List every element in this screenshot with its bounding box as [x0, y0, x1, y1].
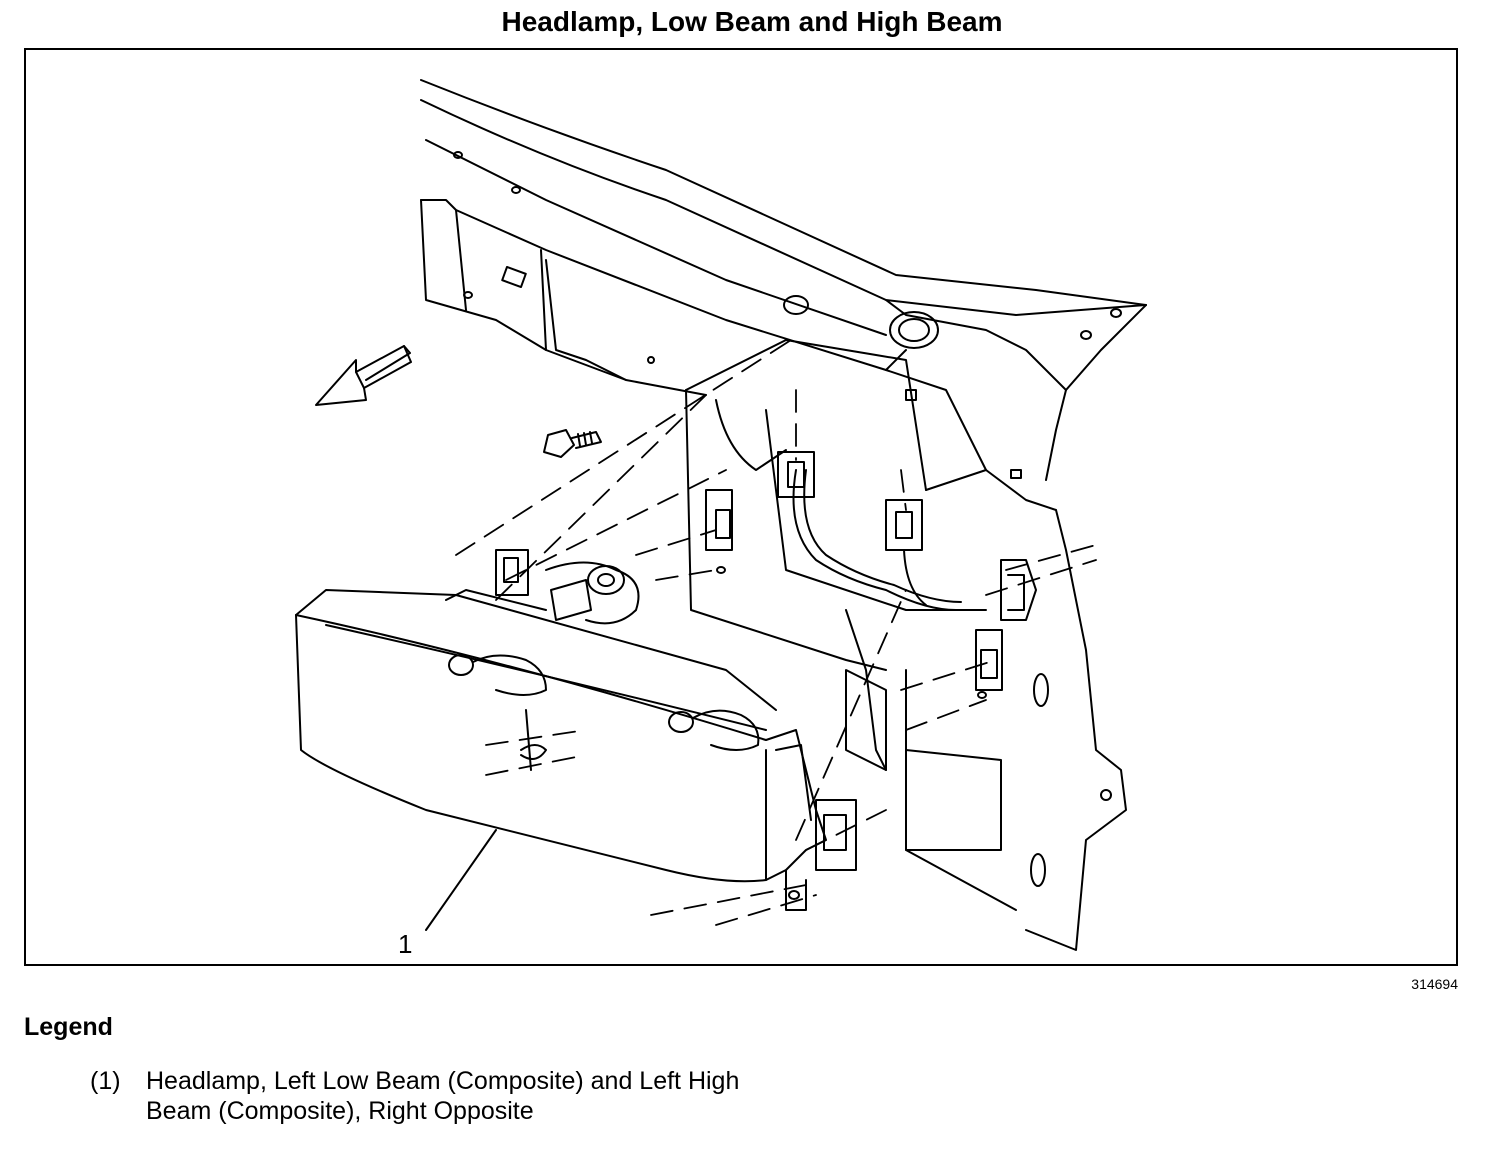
legend-item-text: Headlamp, Left Low Beam (Composite) and … — [146, 1067, 740, 1125]
callout-leader-line-1 — [425, 829, 497, 931]
figure-id: 314694 — [1411, 976, 1458, 992]
harness-connector-upper — [777, 451, 815, 498]
radiator-support-upper — [420, 79, 1147, 481]
alignment-lines — [455, 339, 1097, 926]
mounting-tab-upper — [495, 549, 529, 596]
headlamp-bolt — [543, 429, 602, 458]
forward-arrow-icon — [315, 345, 412, 406]
legend-item-number: (1) — [90, 1067, 121, 1095]
callout-label-1: 1 — [398, 929, 412, 959]
diagram-frame: 1 — [24, 48, 1458, 966]
headlamp-assembly — [295, 549, 857, 911]
headlamp-exploded-view-drawing: 1 — [295, 79, 1147, 959]
harness-connector-lower — [885, 499, 923, 551]
adjuster-bracket — [815, 799, 857, 871]
headlamp-mounting-panel — [685, 339, 1127, 951]
legend-title: Legend — [24, 1013, 113, 1041]
bulb-socket-connector — [550, 579, 592, 621]
wiring-harness — [777, 451, 1037, 621]
page-title: Headlamp, Low Beam and High Beam — [501, 6, 1003, 37]
